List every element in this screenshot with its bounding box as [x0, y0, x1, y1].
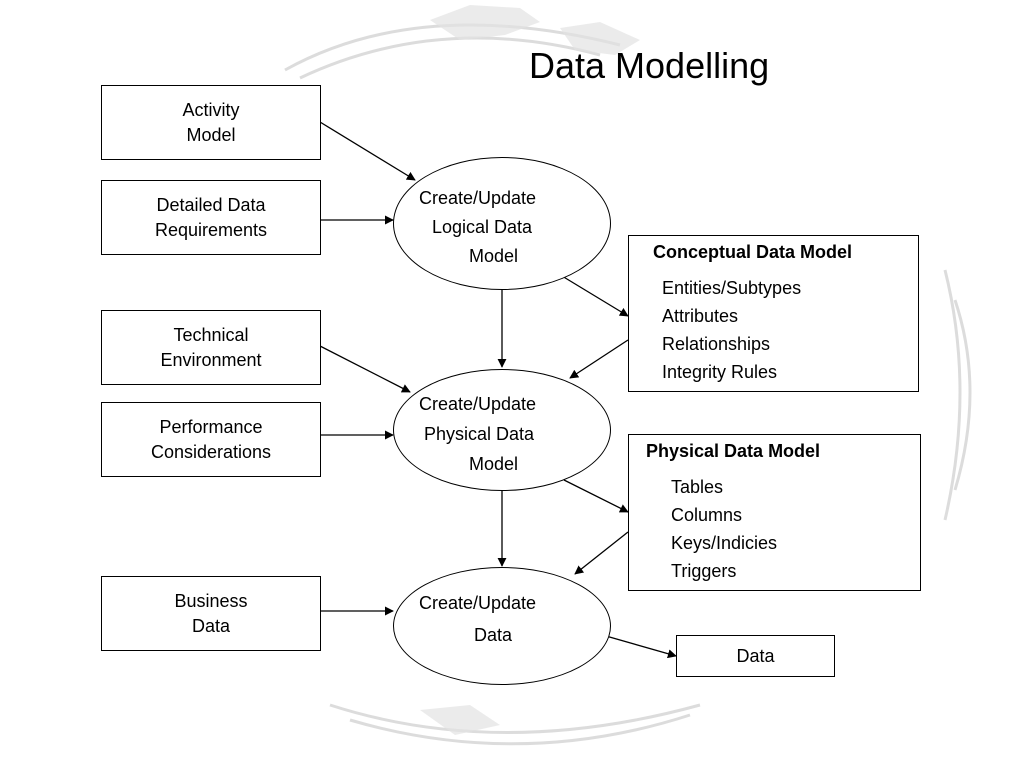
input-text-line: Technical	[173, 324, 249, 345]
process-data: Create/Update Data	[393, 567, 611, 685]
panel-heading: Conceptual Data Model	[653, 242, 853, 262]
physical-data-model-panel: Physical Data Model Tables Columns Keys/…	[628, 434, 921, 591]
panel-item: Triggers	[671, 561, 737, 581]
input-text-line: Environment	[160, 349, 262, 370]
process-text-line: Model	[469, 454, 519, 474]
panel-heading: Physical Data Model	[646, 441, 821, 461]
input-activity-model: Activity Model	[101, 85, 321, 160]
input-technical-environment: Technical Environment	[101, 310, 321, 385]
input-text-line: Detailed Data	[156, 194, 266, 215]
page-title: Data Modelling	[529, 45, 770, 86]
process-text-line: Physical Data	[424, 424, 535, 444]
panel-item: Tables	[671, 477, 724, 497]
input-text-line: Performance	[159, 416, 263, 437]
output-text: Data	[736, 645, 775, 666]
conceptual-data-model-panel: Conceptual Data Model Entities/Subtypes …	[628, 235, 919, 392]
process-logical-data-model: Create/Update Logical Data Model	[393, 157, 611, 290]
input-text-line: Requirements	[154, 219, 268, 240]
process-text-line: Model	[469, 246, 519, 266]
process-text-line: Create/Update	[419, 593, 537, 613]
process-physical-data-model: Create/Update Physical Data Model	[393, 369, 611, 491]
arrow-logical-to-conceptual	[561, 275, 629, 317]
process-text-line: Create/Update	[419, 188, 537, 208]
input-business-data: Business Data	[101, 576, 321, 651]
process-text-line: Data	[474, 625, 513, 645]
panel-item: Keys/Indicies	[671, 533, 778, 553]
input-performance-considerations: Performance Considerations	[101, 402, 321, 477]
input-detailed-data-requirements: Detailed Data Requirements	[101, 180, 321, 255]
arrow-environment-to-physical	[319, 345, 411, 393]
input-text-line: Considerations	[150, 441, 272, 462]
panel-item: Relationships	[662, 334, 771, 354]
panel-item: Attributes	[662, 306, 739, 326]
arrow-data-to-output	[605, 635, 677, 659]
panel-item: Columns	[671, 505, 743, 525]
input-text-line: Activity	[182, 99, 240, 120]
process-text-line: Create/Update	[419, 394, 537, 414]
input-text-line: Model	[186, 124, 236, 145]
arrow-physical-model-to-data	[574, 531, 629, 575]
input-text-line: Business	[174, 590, 248, 611]
panel-item: Integrity Rules	[662, 362, 778, 382]
input-text-line: Data	[191, 615, 231, 636]
arrow-conceptual-to-physical	[569, 339, 629, 379]
process-text-line: Logical Data	[432, 217, 533, 237]
arrow-physical-to-physical-model	[563, 479, 629, 513]
panel-item: Entities/Subtypes	[662, 278, 802, 298]
arrow-activity-to-logical	[319, 121, 416, 181]
output-data: Data	[676, 635, 835, 677]
